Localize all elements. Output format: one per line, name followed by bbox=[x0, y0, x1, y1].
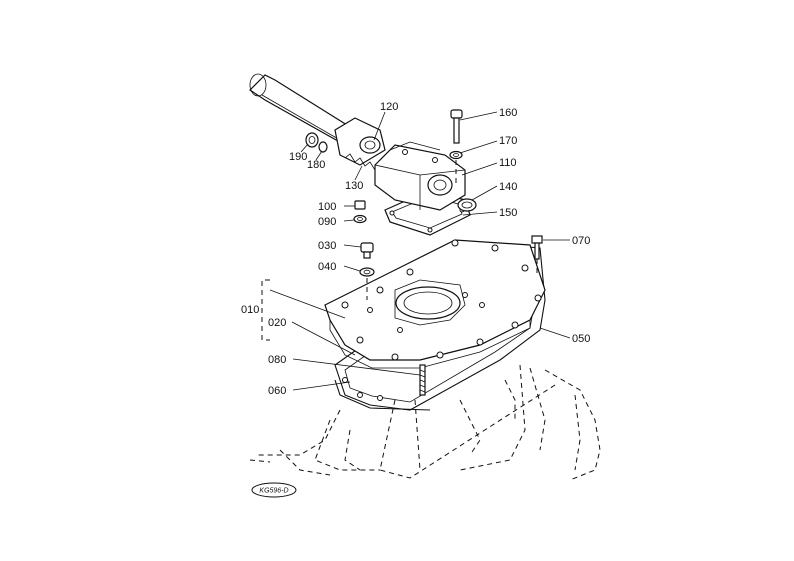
bolt-160 bbox=[450, 109, 463, 144]
part-labels: 120 160 170 110 140 150 190 180 130 100 … bbox=[241, 101, 590, 397]
label-170: 170 bbox=[499, 135, 517, 147]
label-180: 180 bbox=[307, 159, 325, 171]
washer-090 bbox=[353, 214, 367, 224]
label-120: 120 bbox=[380, 101, 398, 113]
label-140: 140 bbox=[499, 181, 517, 193]
leader-lines bbox=[269, 111, 571, 391]
label-100: 100 bbox=[318, 201, 336, 213]
drawing-code: KG596-D bbox=[259, 488, 288, 495]
washer-180 bbox=[318, 141, 328, 153]
label-080: 080 bbox=[268, 354, 286, 366]
bolt-070 bbox=[531, 235, 543, 275]
label-020: 020 bbox=[268, 317, 286, 329]
label-050: 050 bbox=[572, 333, 590, 345]
shift-rod-120 bbox=[249, 73, 386, 166]
part-010-bracket bbox=[261, 279, 270, 341]
label-040: 040 bbox=[318, 261, 336, 273]
label-060: 060 bbox=[268, 385, 286, 397]
label-010: 010 bbox=[241, 304, 259, 316]
nut-190 bbox=[305, 132, 319, 148]
label-090: 090 bbox=[318, 216, 336, 228]
spring-130 bbox=[344, 153, 376, 171]
plug-140 bbox=[457, 198, 477, 212]
label-150: 150 bbox=[499, 207, 517, 219]
label-160: 160 bbox=[499, 107, 517, 119]
drawing-code-badge: KG596-D bbox=[251, 482, 297, 498]
label-190: 190 bbox=[289, 151, 307, 163]
cover-plate bbox=[324, 239, 546, 369]
label-110: 110 bbox=[499, 157, 517, 169]
plug-030 bbox=[360, 242, 374, 259]
transmission-case bbox=[249, 364, 601, 481]
stud-080 bbox=[419, 364, 426, 396]
housing-110 bbox=[374, 141, 466, 211]
label-030: 030 bbox=[318, 240, 336, 252]
nut-100 bbox=[354, 200, 366, 210]
label-070: 070 bbox=[572, 235, 590, 247]
washer-170 bbox=[449, 150, 463, 185]
washer-040 bbox=[359, 267, 375, 300]
label-130: 130 bbox=[345, 180, 363, 192]
